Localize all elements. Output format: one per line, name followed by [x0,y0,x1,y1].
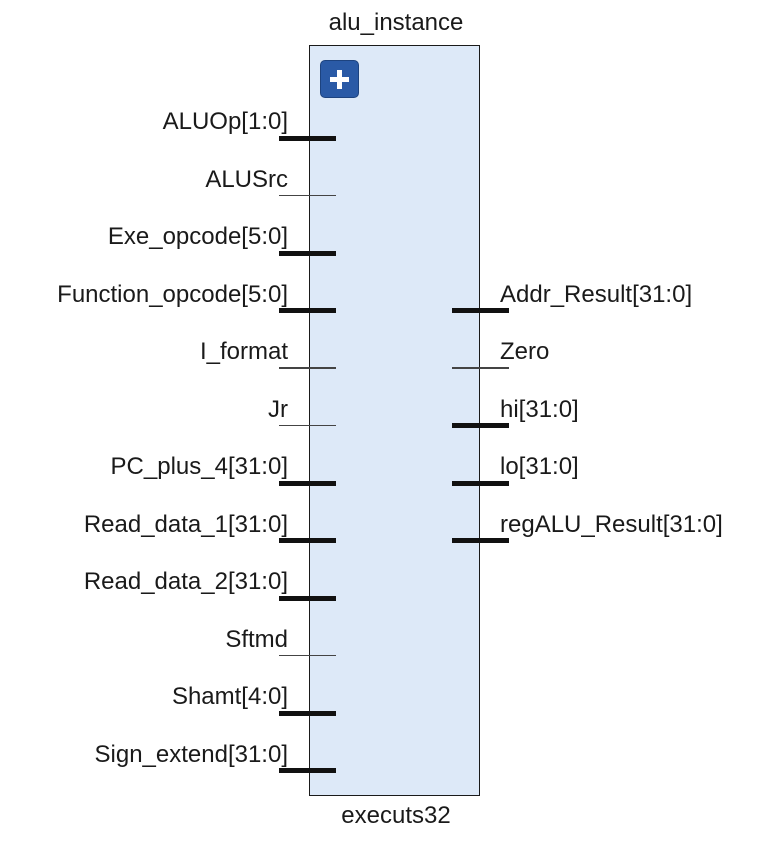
plus-icon-vertical [337,70,342,89]
input-port-label: Sign_extend[31:0] [94,740,289,768]
input-pin[interactable] [279,194,336,196]
output-port-label: regALU_Result[31:0] [500,510,723,538]
input-pin[interactable] [279,538,336,543]
input-port-label: Function_opcode[5:0] [57,280,288,308]
output-pin[interactable] [452,308,509,313]
output-pin[interactable] [452,480,509,486]
input-port-label: Read_data_2[31:0] [83,568,288,595]
input-port-label: Exe_opcode[5:0] [107,223,288,250]
output-port-label: hi[31:0] [500,395,579,423]
output-port-label: Zero [500,338,550,365]
input-pin[interactable] [279,654,336,656]
input-port-label: Sftmd [225,625,288,653]
block-module-name: executs32 [341,802,451,829]
input-port-label: PC_plus_4[31:0] [110,453,288,480]
input-pin[interactable] [279,768,336,773]
input-port-label: Read_data_1[31:0] [83,510,288,538]
output-pin[interactable] [452,423,509,428]
output-port-label: lo[31:0] [500,453,579,480]
input-pin[interactable] [279,308,336,313]
block-instance-name: alu_instance [328,9,464,36]
input-pin[interactable] [279,480,336,486]
input-port-label: I_format [199,338,288,365]
output-port-label: Addr_Result[31:0] [500,280,693,308]
input-pin[interactable] [279,250,336,256]
input-pin[interactable] [279,367,336,369]
input-pin[interactable] [279,424,336,426]
input-pin[interactable] [279,135,336,141]
input-port-label: Jr [268,395,288,423]
block-body[interactable] [309,45,480,796]
input-port-label: ALUSrc [205,165,288,193]
input-port-label: ALUOp[1:0] [162,108,288,135]
input-port-label: Shamt[4:0] [171,683,288,710]
input-pin[interactable] [279,710,336,716]
output-pin[interactable] [452,538,509,543]
input-pin[interactable] [279,595,336,601]
expand-button[interactable] [320,60,359,98]
output-pin[interactable] [452,367,509,369]
